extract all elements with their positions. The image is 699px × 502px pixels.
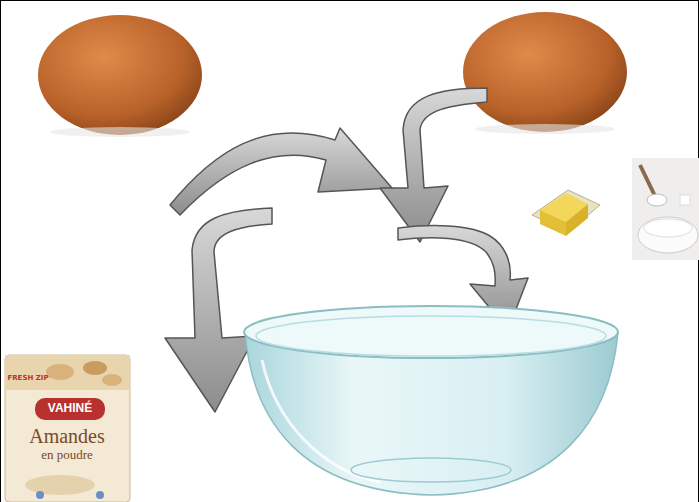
butter [532, 190, 600, 236]
sugar [632, 158, 699, 260]
product-name: Amandes [29, 425, 105, 447]
brand-name: VAHINÉ [48, 402, 92, 415]
egg [38, 15, 202, 135]
egg [463, 12, 627, 132]
glass-bowl [244, 306, 618, 495]
product-subname: en poudre [41, 448, 93, 462]
almond-package [5, 355, 130, 502]
package-tag: FRESH ZIP [7, 375, 48, 383]
